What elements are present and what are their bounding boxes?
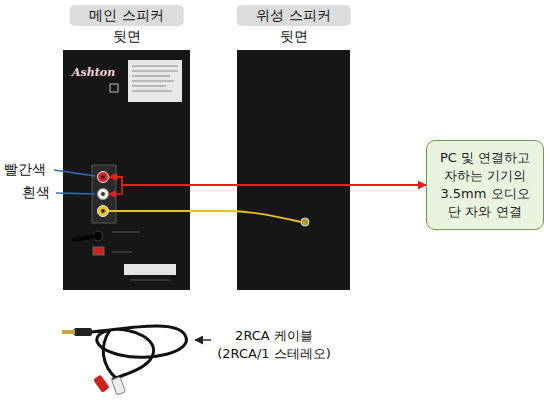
- white-jack: [98, 189, 109, 200]
- power-switch: [93, 247, 104, 255]
- main-speaker-body: [63, 50, 190, 290]
- leader-line: [54, 170, 95, 176]
- speaker-heading: 메인 스피커: [69, 5, 183, 26]
- yellow-jack: [98, 206, 109, 217]
- spec-sticker: [128, 60, 182, 102]
- leader-line: [56, 193, 95, 194]
- satellite-jack: [301, 218, 309, 226]
- wire-color-label: 흰색: [22, 184, 50, 202]
- satellite-wire: [109, 211, 301, 222]
- side-caption: 뒷면: [280, 28, 308, 45]
- cable-label: 2RCA 케이블 (2RCA/1 스테레오): [213, 327, 335, 362]
- note-text: PC 및 연결하고 자하는 기기의 3.5mm 오디오 단 자와 연결: [433, 149, 537, 222]
- warning-sticker: [124, 264, 176, 275]
- leader-arrow: [195, 339, 211, 340]
- speaker-rear: 위성 스피커뒷면: [237, 50, 350, 290]
- satellite-speaker-body: [237, 50, 350, 290]
- rca-cable: [62, 326, 186, 395]
- connection-note-box: PC 및 연결하고 자하는 기기의 3.5mm 오디오 단 자와 연결: [426, 140, 544, 231]
- white-jack-arrow: [109, 185, 122, 194]
- wire-color-label: 빨간색: [4, 161, 46, 179]
- side-caption: 뒷면: [113, 28, 141, 45]
- signal-arrow: [109, 177, 426, 185]
- cert-icon: [110, 84, 118, 92]
- sticker-lines: [132, 66, 178, 91]
- brand-logo: Ashton: [72, 66, 115, 79]
- speaker-heading: 위성 스피커: [236, 5, 350, 26]
- red-jack: [98, 172, 109, 183]
- speaker-rear: 메인 스피커뒷면: [63, 50, 190, 290]
